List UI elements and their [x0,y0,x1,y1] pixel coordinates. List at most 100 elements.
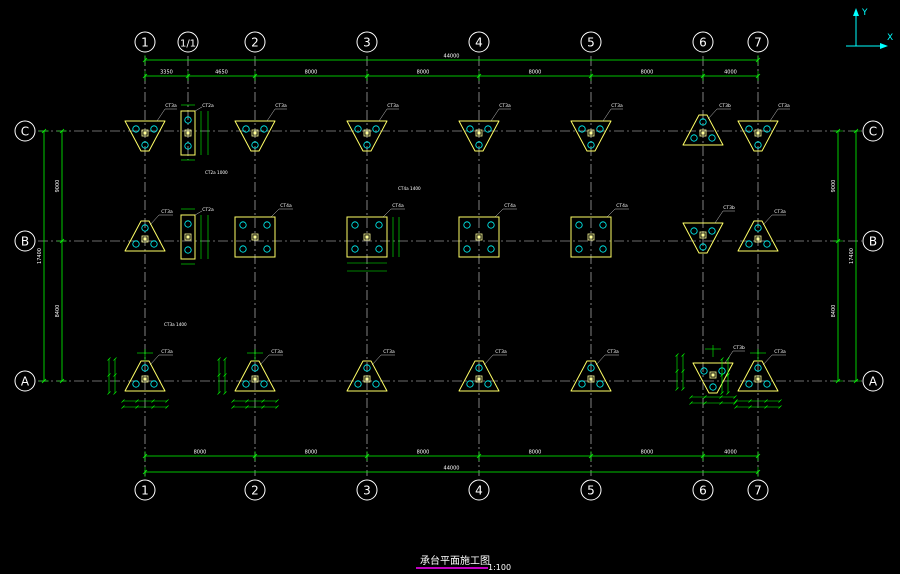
axis-bubble-bottom-6-circle [692,479,714,501]
cap-a5-pile [596,380,604,388]
cap-c6-pile [699,118,707,126]
cap-c5-pile [596,125,604,133]
axis-bubble-top-4: 4 [468,31,490,53]
cap-c3-pile [372,125,380,133]
cap-a7: CT3a [737,349,786,392]
cap-a7-column-fill [756,377,760,381]
cap-a5-leader [595,354,606,366]
cap-b6-outline [682,222,724,254]
cap-b6-pile [690,227,698,235]
cap-b4-outline [458,216,500,258]
axis-bubble-left-C-circle [14,120,36,142]
cap-a3-pile [363,364,371,372]
cap-b3-pile [375,221,383,229]
axis-bubble-top-3: 3 [356,31,378,53]
cap-a6-column-fill [711,373,715,377]
dim-top-segments-text: 3350 [160,70,173,76]
cap-c1-leader [156,108,166,122]
dim-bottom-segments-text: 8000 [194,450,207,456]
cap-b4-column-fill [477,235,481,239]
detail-dims-a2-tick [245,405,249,409]
dim-right-segments-text: 9000 [831,180,837,193]
cap-c6-label: CT3b [719,103,731,109]
dim-left-total: 17400 [37,128,49,384]
detail-dims-a6-tick [675,369,679,373]
detail-dims-a7-tick [778,405,782,409]
cap-c2-column [251,129,259,137]
cap-b1-1: CT2a [180,207,214,265]
cap-c2-pile [242,125,250,133]
cap-c5-pile [587,141,595,149]
cap-a3-outline [346,360,388,392]
dim-bottom-segments-text: 8000 [305,450,318,456]
cap-b4-pile [487,245,495,253]
cap-b4-leader [494,208,504,218]
cap-b3-label: CT4a [392,203,404,209]
cap-b7-column [754,235,762,243]
note-b1-1-line: CT2a 1000 [205,170,228,175]
cap-a6-column [709,371,717,379]
cap-c5-outline [570,120,612,152]
detail-dims-a6-tick [703,401,707,405]
detail-dims-a7-tick [726,391,730,395]
cap-b4-pile [463,245,471,253]
detail-dims-a1-tick [107,357,111,361]
cap-b3-outline [346,216,388,258]
axis-bubble-left-B-circle [14,230,36,252]
detail-dims-a6 [675,345,737,405]
cap-a4-pile [484,380,492,388]
detail-dims-a2 [217,349,279,409]
detail-dims-a6-tick [719,395,723,399]
detail-dims-a6-tick [689,401,693,405]
cap-c7-pile [754,141,762,149]
cap-c1-1-pile [184,116,192,124]
cap-a5-label: CT3a [607,349,619,355]
axis-bubble-top-6-circle [692,31,714,53]
axis-bubble-top-5-label: 5 [587,36,595,50]
cap-a5: CT3a [570,349,619,392]
cap-a3-column-fill [365,377,369,381]
axis-bubble-bottom-7-circle [747,479,769,501]
cap-b6-column [699,231,707,239]
detail-dims-a7-tick [778,399,782,403]
cap-b6-pile [708,227,716,235]
cap-b3: CT4a [346,203,405,258]
detail-dims-a1-tick [165,399,169,403]
cap-b1-1-column [184,233,192,241]
axis-bubble-right-A: A [862,370,884,392]
dim-bottom-segments-text: 8000 [529,450,542,456]
cap-a5-column [587,375,595,383]
cap-c7-column [754,129,762,137]
detail-dims-a2-tick [223,357,227,361]
cap-a4-column-fill [477,377,481,381]
cap-b1-leader [149,214,160,226]
cap-c1-column [141,129,149,137]
cap-a1-label: CT3a [161,349,173,355]
axis-bubble-left-A-circle [14,370,36,392]
cap-a5-outline [570,360,612,392]
axis-bubble-bottom-4-label: 4 [475,484,483,498]
drawing-title: 承台平面施工图 [420,554,490,567]
cap-b1-pile [150,240,158,248]
axis-bubble-bottom-1-label: 1 [141,484,149,498]
cap-a3-leader [371,354,382,366]
axis-bubble-bottom-1: 1 [134,479,156,501]
axis-bubble-right-C-label: C [869,125,877,139]
detail-dims-a2-tick [223,373,227,377]
detail-dims-a7-tick [726,357,730,361]
cap-c7-pile [745,125,753,133]
detail-dims-b3 [347,217,400,272]
cap-a1-pile [132,380,140,388]
cap-b2-leader [270,208,280,218]
cap-a1: CT3a [124,349,173,392]
cap-b2: CT4a [234,203,293,258]
detail-dims-a1-tick [113,373,117,377]
cap-a4-leader [483,354,494,366]
cap-c4-pile [484,125,492,133]
cap-b4-column [475,233,483,241]
